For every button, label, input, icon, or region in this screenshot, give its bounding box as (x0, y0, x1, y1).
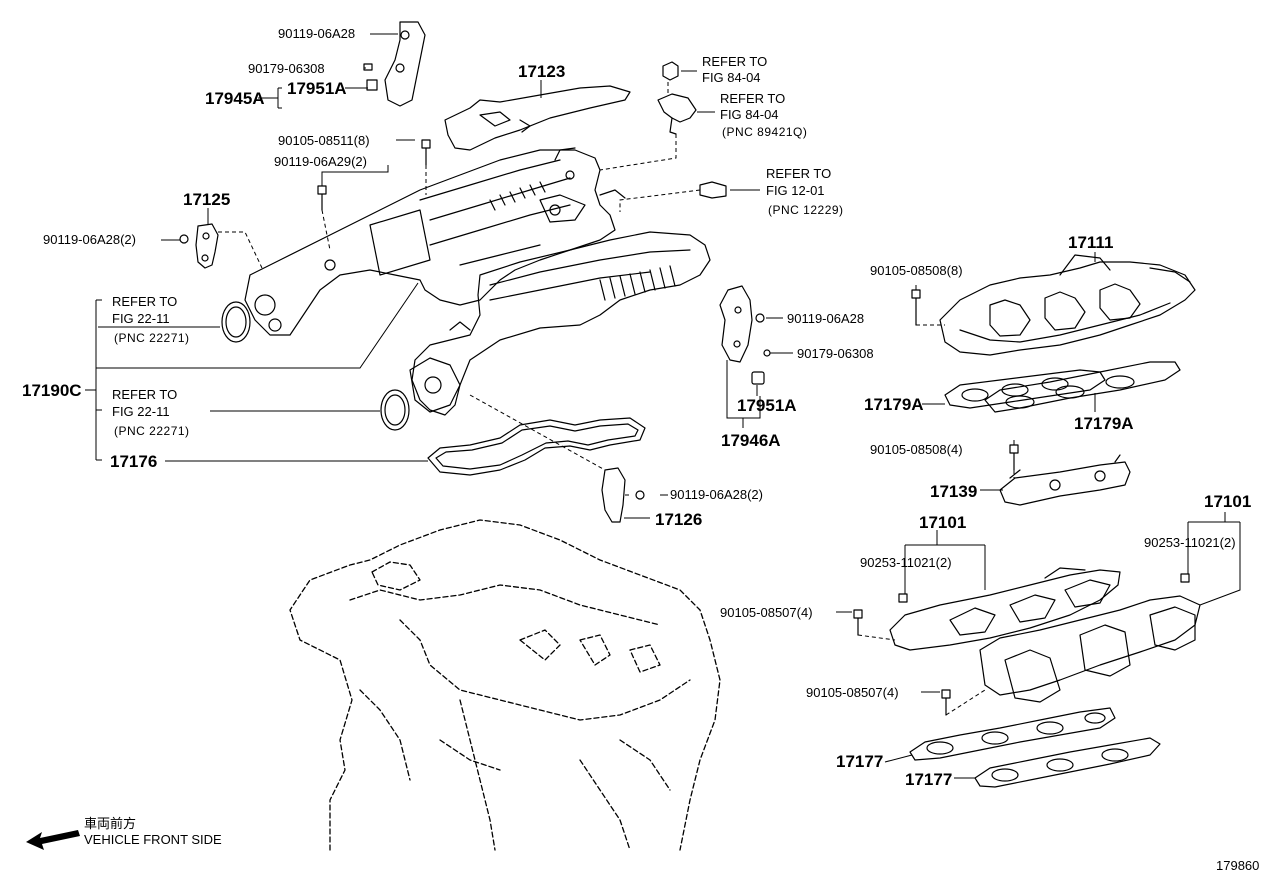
part-label-17951A-top: 17951A (287, 79, 347, 98)
part-label-90119-06A29: 90119-06A29(2) (274, 154, 367, 169)
gasket-17176 (427, 417, 646, 476)
part-label-17179A-right: 17179A (1074, 414, 1134, 433)
refer-fig-84-04-a-line2: FIG 84-04 (702, 70, 761, 85)
part-label-17126: 17126 (655, 510, 703, 529)
part-label-90179-06308: 90179-06308 (248, 61, 325, 76)
part-label-90105-08508-8: 90105-08508(8) (870, 263, 963, 278)
gasket-17177-b (974, 737, 1161, 788)
refer-fig-84-04-b-line2: FIG 84-04 (720, 107, 779, 122)
part-label-90179-06308-mid: 90179-06308 (797, 346, 874, 361)
refer-fig-12-01-line2: FIG 12-01 (766, 183, 825, 198)
refer-fig-12-01-line1: REFER TO (766, 166, 832, 181)
part-17126-bracket (601, 467, 645, 523)
part-label-17176: 17176 (110, 452, 158, 471)
refer-fig-12-01-pnc: (PNC 12229) (768, 203, 844, 217)
refer-fig-22-11-a-pnc: (PNC 22271) (114, 331, 190, 345)
part-label-90105-08507-b: 90105-08507(4) (806, 685, 899, 700)
part-label-90253-11021-left: 90253-11021(2) (860, 555, 952, 570)
refer-fig-84-04-b-pnc: (PNC 89421Q) (722, 125, 808, 139)
part-label-17190C: 17190C (22, 381, 82, 400)
sensor-top (657, 61, 727, 199)
part-17190C-intake-plenum (244, 147, 626, 336)
part-intake-lower-assy (409, 231, 711, 416)
direction-label-en: VEHICLE FRONT SIDE (84, 832, 222, 847)
refer-fig-22-11-a-line2: FIG 22-11 (112, 311, 170, 326)
direction-label-jp: 車両前方 (84, 816, 137, 831)
part-label-90105-08511: 90105-08511(8) (278, 133, 370, 148)
part-17139-spacer (999, 454, 1131, 506)
part-label-17177-b: 17177 (905, 770, 953, 789)
gasket-throttle-lower (380, 389, 410, 431)
part-17945A-bracket (363, 21, 426, 107)
bolts (317, 139, 1190, 716)
part-label-17179A-left: 17179A (864, 395, 924, 414)
part-label-90119-06A28: 90119-06A28 (278, 26, 356, 41)
gasket-17177-a (909, 707, 1116, 761)
part-label-17101-right: 17101 (1204, 492, 1252, 511)
gasket-17179A-right (984, 361, 1181, 413)
part-label-17951A-mid: 17951A (737, 396, 797, 415)
arrow-left-icon (26, 830, 80, 850)
part-17101-right (979, 595, 1201, 703)
refer-fig-22-11-a-line1: REFER TO (112, 294, 178, 309)
engine-block-outline (289, 519, 721, 851)
part-label-90119-06A28-mid: 90119-06A28 (787, 311, 865, 326)
gasket-throttle-upper (221, 301, 251, 343)
part-label-90253-11021-right: 90253-11021(2) (1144, 535, 1236, 550)
refer-fig-84-04-a-line1: REFER TO (702, 54, 768, 69)
refer-fig-22-11-b-line1: REFER TO (112, 387, 178, 402)
part-17946A-bracket (719, 285, 771, 385)
diagram-number: 179860 (1216, 858, 1260, 873)
part-label-90105-08507-a: 90105-08507(4) (720, 605, 813, 620)
part-label-90105-08508-4: 90105-08508(4) (870, 442, 963, 457)
part-17101-left (889, 567, 1121, 651)
part-label-90119-06A28-2-low: 90119-06A28(2) (670, 487, 763, 502)
part-label-17139: 17139 (930, 482, 978, 501)
refer-fig-22-11-b-pnc: (PNC 22271) (114, 424, 190, 438)
part-label-17177-a: 17177 (836, 752, 884, 771)
part-17125-bracket (179, 223, 219, 269)
part-label-17101-left: 17101 (919, 513, 967, 532)
part-label-17946A: 17946A (721, 431, 781, 450)
part-17111-manifold (939, 254, 1196, 356)
part-label-17123: 17123 (518, 62, 566, 81)
refer-fig-22-11-b-line2: FIG 22-11 (112, 404, 170, 419)
part-17123-cover (444, 85, 631, 151)
part-label-17125: 17125 (183, 190, 231, 209)
part-label-90119-06A28-2-left: 90119-06A28(2) (43, 232, 136, 247)
refer-fig-84-04-b-line1: REFER TO (720, 91, 786, 106)
part-label-17111: 17111 (1068, 233, 1114, 252)
part-label-17945A: 17945A (205, 89, 265, 108)
